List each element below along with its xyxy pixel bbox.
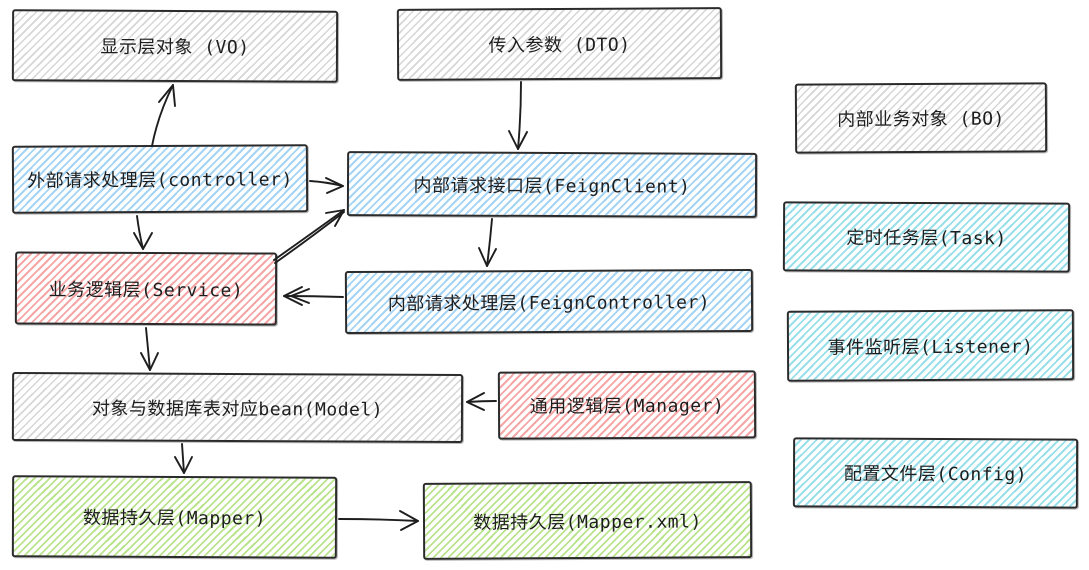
node-mapper-xml-label: 数据持久层(Mapper.xml) bbox=[473, 510, 702, 534]
arrow-controller-to-service bbox=[133, 215, 153, 250]
arrow-manager-to-model bbox=[466, 392, 497, 411]
node-config: 配置文件层(Config) bbox=[792, 437, 1079, 509]
node-listener: 事件监听层(Listener) bbox=[786, 309, 1075, 382]
node-bo: 内部业务对象 (BO) bbox=[794, 82, 1048, 154]
arrow-controller-to-vo bbox=[151, 84, 176, 147]
node-task-label: 定时任务层(Task) bbox=[846, 227, 1007, 250]
node-vo-label: 显示层对象 (VO) bbox=[100, 36, 250, 59]
arrow-mapper-to-mapper-xml bbox=[338, 510, 419, 531]
node-feign-client: 内部请求接口层(FeignClient) bbox=[346, 151, 758, 218]
arrow-service-to-model bbox=[140, 327, 159, 371]
node-manager-label: 通用逻辑层(Manager) bbox=[529, 395, 725, 418]
node-dto-label: 传入参数 (DTO) bbox=[488, 34, 631, 57]
arrow-feign-controller-to-service bbox=[283, 286, 344, 306]
node-service-label: 业务逻辑层(Service) bbox=[48, 279, 244, 301]
node-model: 对象与数据库表对应bean(Model) bbox=[11, 372, 464, 443]
arrow-controller-to-feign-client bbox=[309, 177, 344, 194]
node-config-label: 配置文件层(Config) bbox=[843, 463, 1028, 486]
node-feign-controller: 内部请求处理层(FeignController) bbox=[344, 268, 754, 335]
node-feign-controller-label: 内部请求处理层(FeignController) bbox=[387, 291, 711, 315]
node-listener-label: 事件监听层(Listener) bbox=[827, 335, 1034, 359]
node-bo-label: 内部业务对象 (BO) bbox=[837, 108, 1005, 131]
arrow-dto-to-feign-client bbox=[508, 81, 528, 150]
node-feign-client-label: 内部请求接口层(FeignClient) bbox=[413, 174, 691, 198]
node-model-label: 对象与数据库表对应bean(Model) bbox=[91, 397, 384, 421]
arrow-feign-client-to-feign-controller bbox=[478, 218, 497, 267]
arrow-model-to-mapper bbox=[174, 443, 193, 474]
node-service: 业务逻辑层(Service) bbox=[14, 251, 278, 326]
node-controller-label: 外部请求处理层(controller) bbox=[27, 169, 293, 192]
node-mapper-label: 数据持久层(Mapper) bbox=[82, 507, 267, 530]
node-task: 定时任务层(Task) bbox=[782, 201, 1071, 273]
node-controller: 外部请求处理层(controller) bbox=[11, 144, 309, 214]
node-dto: 传入参数 (DTO) bbox=[396, 7, 723, 81]
node-manager: 通用逻辑层(Manager) bbox=[497, 370, 757, 440]
node-mapper-xml: 数据持久层(Mapper.xml) bbox=[422, 481, 753, 560]
node-vo: 显示层对象 (VO) bbox=[11, 9, 339, 83]
arrow-service-to-feign-client bbox=[273, 209, 345, 264]
node-mapper: 数据持久层(Mapper) bbox=[11, 475, 338, 559]
